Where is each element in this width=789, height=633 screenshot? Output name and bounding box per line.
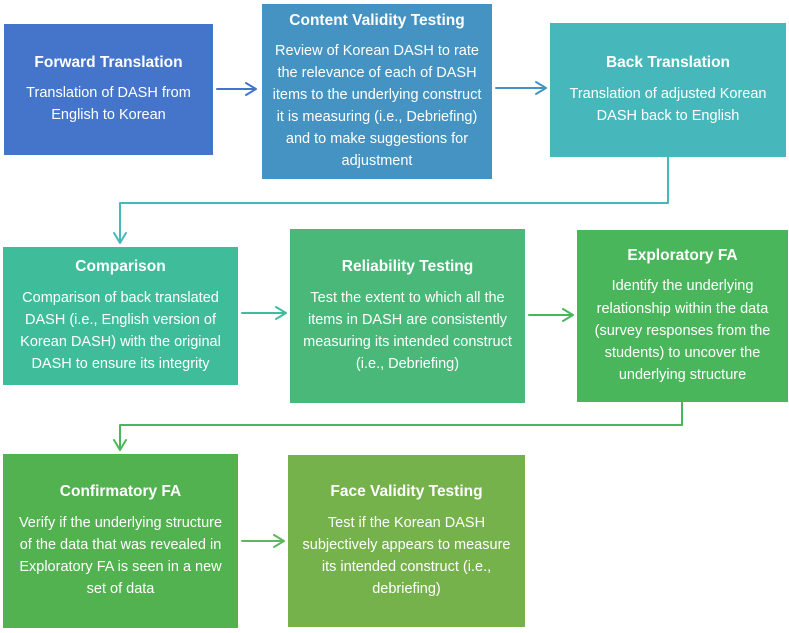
step-title: Back Translation xyxy=(605,54,731,72)
arrow-forward-to-content xyxy=(216,82,257,96)
step-body: Test if the Korean DASH subjectively app… xyxy=(302,514,511,597)
step-title: Reliability Testing xyxy=(341,258,474,276)
step-comparison: Comparison Comparison of back translated… xyxy=(3,247,238,385)
step-title: Confirmatory FA xyxy=(59,483,182,501)
step-body: Identify the underlying relationship wit… xyxy=(594,278,771,383)
step-body: Translation of adjusted Korean DASH back… xyxy=(569,85,767,124)
step-title: Comparison xyxy=(75,258,166,276)
step-title: Face Validity Testing xyxy=(330,483,483,501)
step-body: Comparison of back translated DASH (i.e.… xyxy=(20,289,221,372)
arrow-confirmatory-to-face xyxy=(241,534,285,548)
step-body: Translation of DASH from English to Kore… xyxy=(26,85,191,124)
step-face-validity-testing: Face Validity Testing Test if the Korean… xyxy=(288,455,525,627)
step-exploratory-fa: Exploratory FA Identify the underlying r… xyxy=(577,230,788,402)
arrow-content-to-back xyxy=(495,81,547,95)
step-body: Test the extent to which all the items i… xyxy=(303,289,512,372)
step-body: Review of Korean DASH to rate the releva… xyxy=(272,42,482,170)
arrow-exploratory-to-confirmatory xyxy=(113,401,683,451)
step-body: Verify if the underlying structure of th… xyxy=(18,514,223,597)
step-title: Exploratory FA xyxy=(627,247,738,265)
step-title: Content Validity Testing xyxy=(289,11,465,29)
step-title: Forward Translation xyxy=(34,53,183,71)
arrow-reliability-to-exploratory xyxy=(528,308,574,322)
step-back-translation: Back Translation Translation of adjusted… xyxy=(550,23,786,157)
arrow-comparison-to-reliability xyxy=(241,306,287,320)
step-forward-translation: Forward Translation Translation of DASH … xyxy=(4,24,213,155)
step-content-validity-testing: Content Validity Testing Review of Korea… xyxy=(262,4,492,179)
step-reliability-testing: Reliability Testing Test the extent to w… xyxy=(290,229,525,403)
step-confirmatory-fa: Confirmatory FA Verify if the underlying… xyxy=(3,454,238,628)
